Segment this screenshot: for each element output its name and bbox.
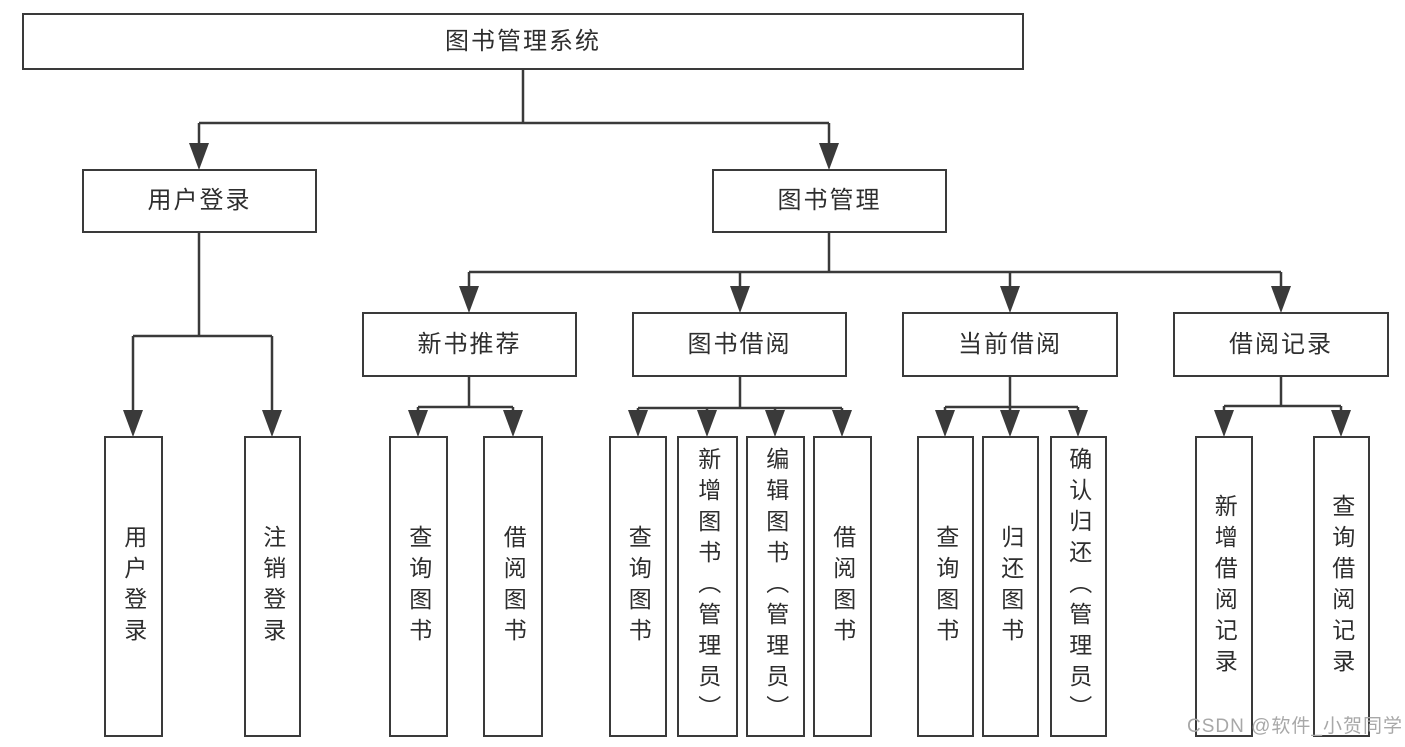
node-new-book-recommend: 新书推荐 bbox=[362, 312, 577, 377]
node-leaf-cur-return-book: 归还图书 bbox=[982, 436, 1039, 737]
node-borrowing-records: 借阅记录 bbox=[1173, 312, 1389, 377]
node-leaf-rec-query-book: 查询图书 bbox=[389, 436, 448, 737]
node-leaf-bor-add-book: 新增图书（管理员） bbox=[677, 436, 738, 737]
node-leaf-record-add: 新增借阅记录 bbox=[1195, 436, 1253, 737]
node-leaf-rec-borrow-book: 借阅图书 bbox=[483, 436, 543, 737]
node-leaf-bor-query-book: 查询图书 bbox=[609, 436, 667, 737]
node-root: 图书管理系统 bbox=[22, 13, 1024, 70]
node-leaf-user-login: 用户登录 bbox=[104, 436, 163, 737]
node-book-borrowing: 图书借阅 bbox=[632, 312, 847, 377]
node-leaf-logout: 注销登录 bbox=[244, 436, 301, 737]
node-leaf-bor-borrow-book: 借阅图书 bbox=[813, 436, 872, 737]
node-leaf-bor-edit-book: 编辑图书（管理员） bbox=[746, 436, 805, 737]
node-user-login: 用户登录 bbox=[82, 169, 317, 233]
node-leaf-record-query: 查询借阅记录 bbox=[1313, 436, 1370, 737]
node-book-management: 图书管理 bbox=[712, 169, 947, 233]
node-leaf-cur-query-book: 查询图书 bbox=[917, 436, 974, 737]
node-leaf-cur-confirm: 确认归还（管理员） bbox=[1050, 436, 1107, 737]
node-current-borrowing: 当前借阅 bbox=[902, 312, 1118, 377]
